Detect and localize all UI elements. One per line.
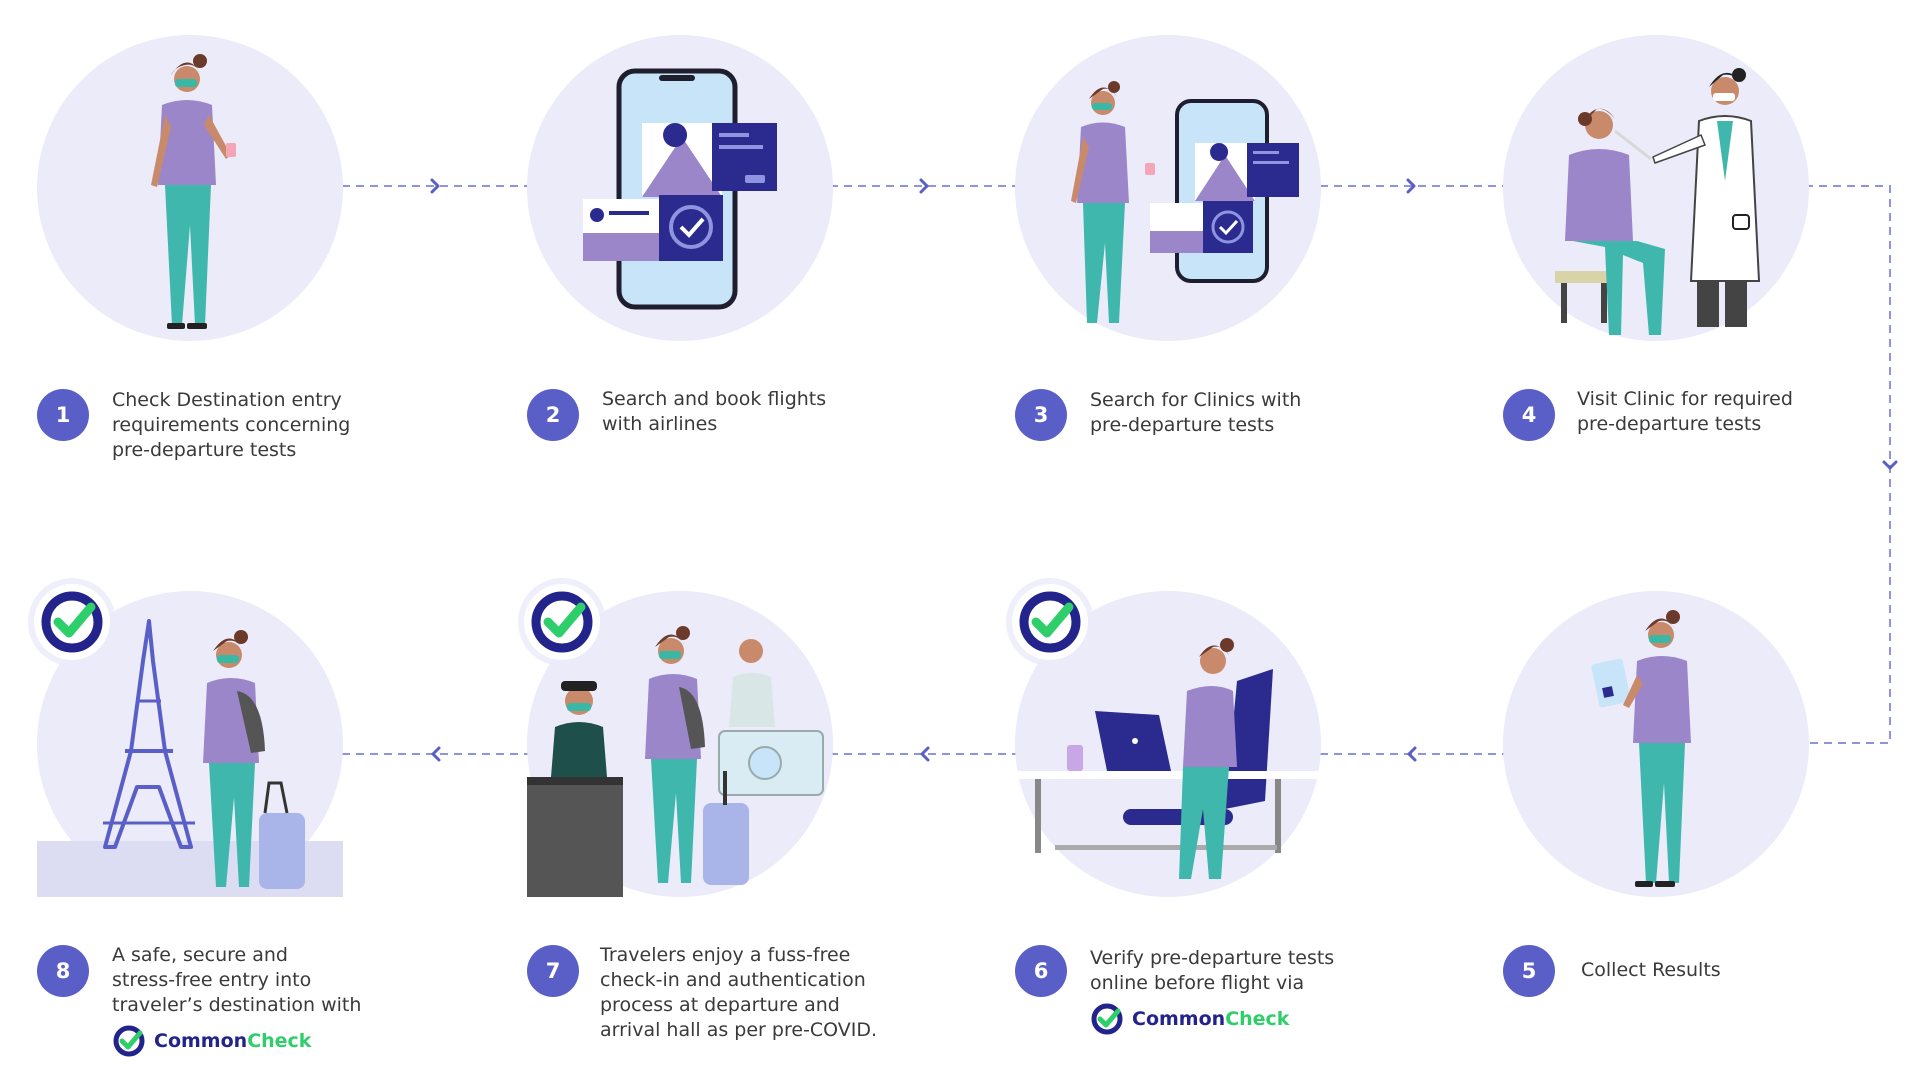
caption-line: Travelers enjoy a fuss-free: [600, 944, 851, 966]
step-3-badge: 3: [1015, 389, 1067, 441]
approved-check-icon: [524, 584, 600, 660]
step-2-badge: 2: [527, 389, 579, 441]
step-7-illustration: [527, 591, 833, 897]
brand-check: Check: [247, 1029, 312, 1052]
step-6-badge: 6: [1015, 945, 1067, 997]
traveler-results-icon: [1503, 591, 1809, 897]
phone-booking-icon: [527, 35, 833, 341]
step-4-illustration: [1503, 35, 1809, 341]
traveler-clinic-search-icon: [1015, 35, 1321, 341]
step-6-caption: Verify pre-departure tests online before…: [1090, 946, 1390, 1036]
approved-check-icon: [1012, 584, 1088, 660]
arrow-right-icon: [1406, 178, 1416, 194]
caption-line: arrival hall as per pre-COVID.: [600, 1019, 878, 1041]
step-8-illustration: [37, 591, 343, 897]
caption-line: online before flight via: [1090, 972, 1305, 994]
caption-line: pre-departure tests: [1577, 413, 1762, 435]
brand-common: Common: [154, 1029, 248, 1052]
step-5-badge: 5: [1503, 945, 1555, 997]
caption-line: process at departure and: [600, 994, 840, 1016]
eiffel-arrival-icon: [37, 591, 343, 897]
caption-line: requirements concerning: [112, 414, 351, 436]
caption-line: pre-departure tests: [112, 439, 297, 461]
step-5-illustration: [1503, 591, 1809, 897]
step-2-caption: Search and book flights with airlines: [602, 387, 902, 437]
step-3-illustration: [1015, 35, 1321, 341]
caption-line: traveler’s destination with: [112, 994, 362, 1016]
caption-line: Search and book flights: [602, 388, 827, 410]
traveler-phone-icon: [37, 35, 343, 341]
airport-checkin-icon: [527, 591, 833, 897]
caption-line: Verify pre-departure tests: [1090, 947, 1335, 969]
caption-line: pre-departure tests: [1090, 414, 1275, 436]
step-6-illustration: [1015, 591, 1321, 897]
step-1-illustration: [37, 35, 343, 341]
step-1-caption: Check Destination entry requirements con…: [112, 388, 412, 463]
step-4-caption: Visit Clinic for required pre-departure …: [1577, 387, 1877, 437]
arrow-right-icon: [430, 178, 440, 194]
caption-line: Visit Clinic for required: [1577, 388, 1793, 410]
step-4-badge: 4: [1503, 389, 1555, 441]
arrow-down-icon: [1882, 460, 1898, 470]
arrow-left-icon: [920, 746, 930, 762]
caption-line: check-in and authentication: [600, 969, 866, 991]
approved-check-icon: [34, 584, 110, 660]
step-8-badge: 8: [37, 945, 89, 997]
caption-line: Collect Results: [1581, 959, 1721, 981]
step-7-badge: 7: [527, 945, 579, 997]
step-3-caption: Search for Clinics with pre-departure te…: [1090, 388, 1390, 438]
brand-check: Check: [1225, 1007, 1290, 1030]
step-5-caption: Collect Results: [1581, 958, 1881, 983]
caption-line: Search for Clinics with: [1090, 389, 1302, 411]
commoncheck-logo-icon: [113, 1025, 145, 1057]
step-1-badge: 1: [37, 389, 89, 441]
step-2-illustration: [527, 35, 833, 341]
caption-line: Check Destination entry: [112, 389, 342, 411]
step-7-caption: Travelers enjoy a fuss-free check-in and…: [600, 943, 900, 1043]
nasal-swab-test-icon: [1503, 35, 1809, 341]
step-8-caption: A safe, secure and stress-free entry int…: [112, 943, 412, 1058]
arrow-left-icon: [431, 746, 441, 762]
laptop-verify-icon: [1015, 591, 1321, 897]
connector-4-5: [1805, 185, 1891, 744]
arrow-right-icon: [919, 178, 929, 194]
brand-common: Common: [1132, 1007, 1226, 1030]
caption-line: A safe, secure and: [112, 944, 288, 966]
caption-line: with airlines: [602, 413, 718, 435]
commoncheck-logo-icon: [1091, 1003, 1123, 1035]
arrow-left-icon: [1407, 746, 1417, 762]
caption-line: stress-free entry into: [112, 969, 312, 991]
